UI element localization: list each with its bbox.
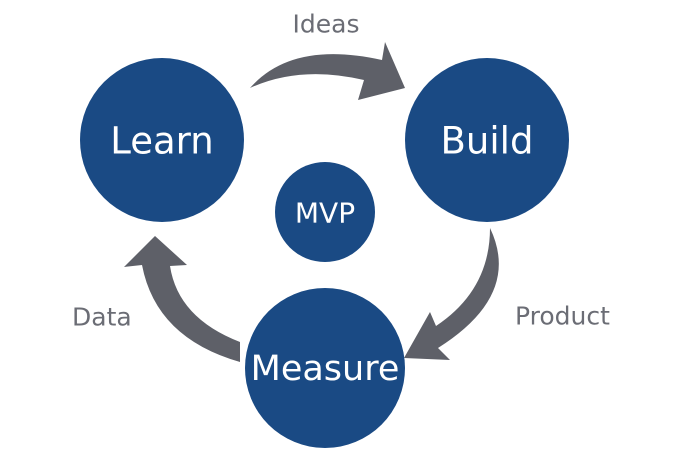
arrow-build-to-measure (404, 228, 499, 360)
edge-label-data: Data (72, 303, 132, 332)
node-learn (80, 58, 244, 222)
node-learn-label: Learn (110, 120, 213, 163)
node-mvp (275, 162, 375, 262)
edge-label-product: Product (515, 302, 610, 331)
node-measure-label: Measure (251, 349, 400, 389)
node-build (405, 58, 569, 222)
edge-label-ideas: Ideas (293, 10, 360, 39)
node-measure (245, 288, 405, 448)
arrow-learn-to-build (250, 42, 405, 100)
node-build-label: Build (441, 120, 534, 163)
arrow-measure-to-learn (124, 236, 240, 362)
node-mvp-label: MVP (295, 197, 355, 230)
